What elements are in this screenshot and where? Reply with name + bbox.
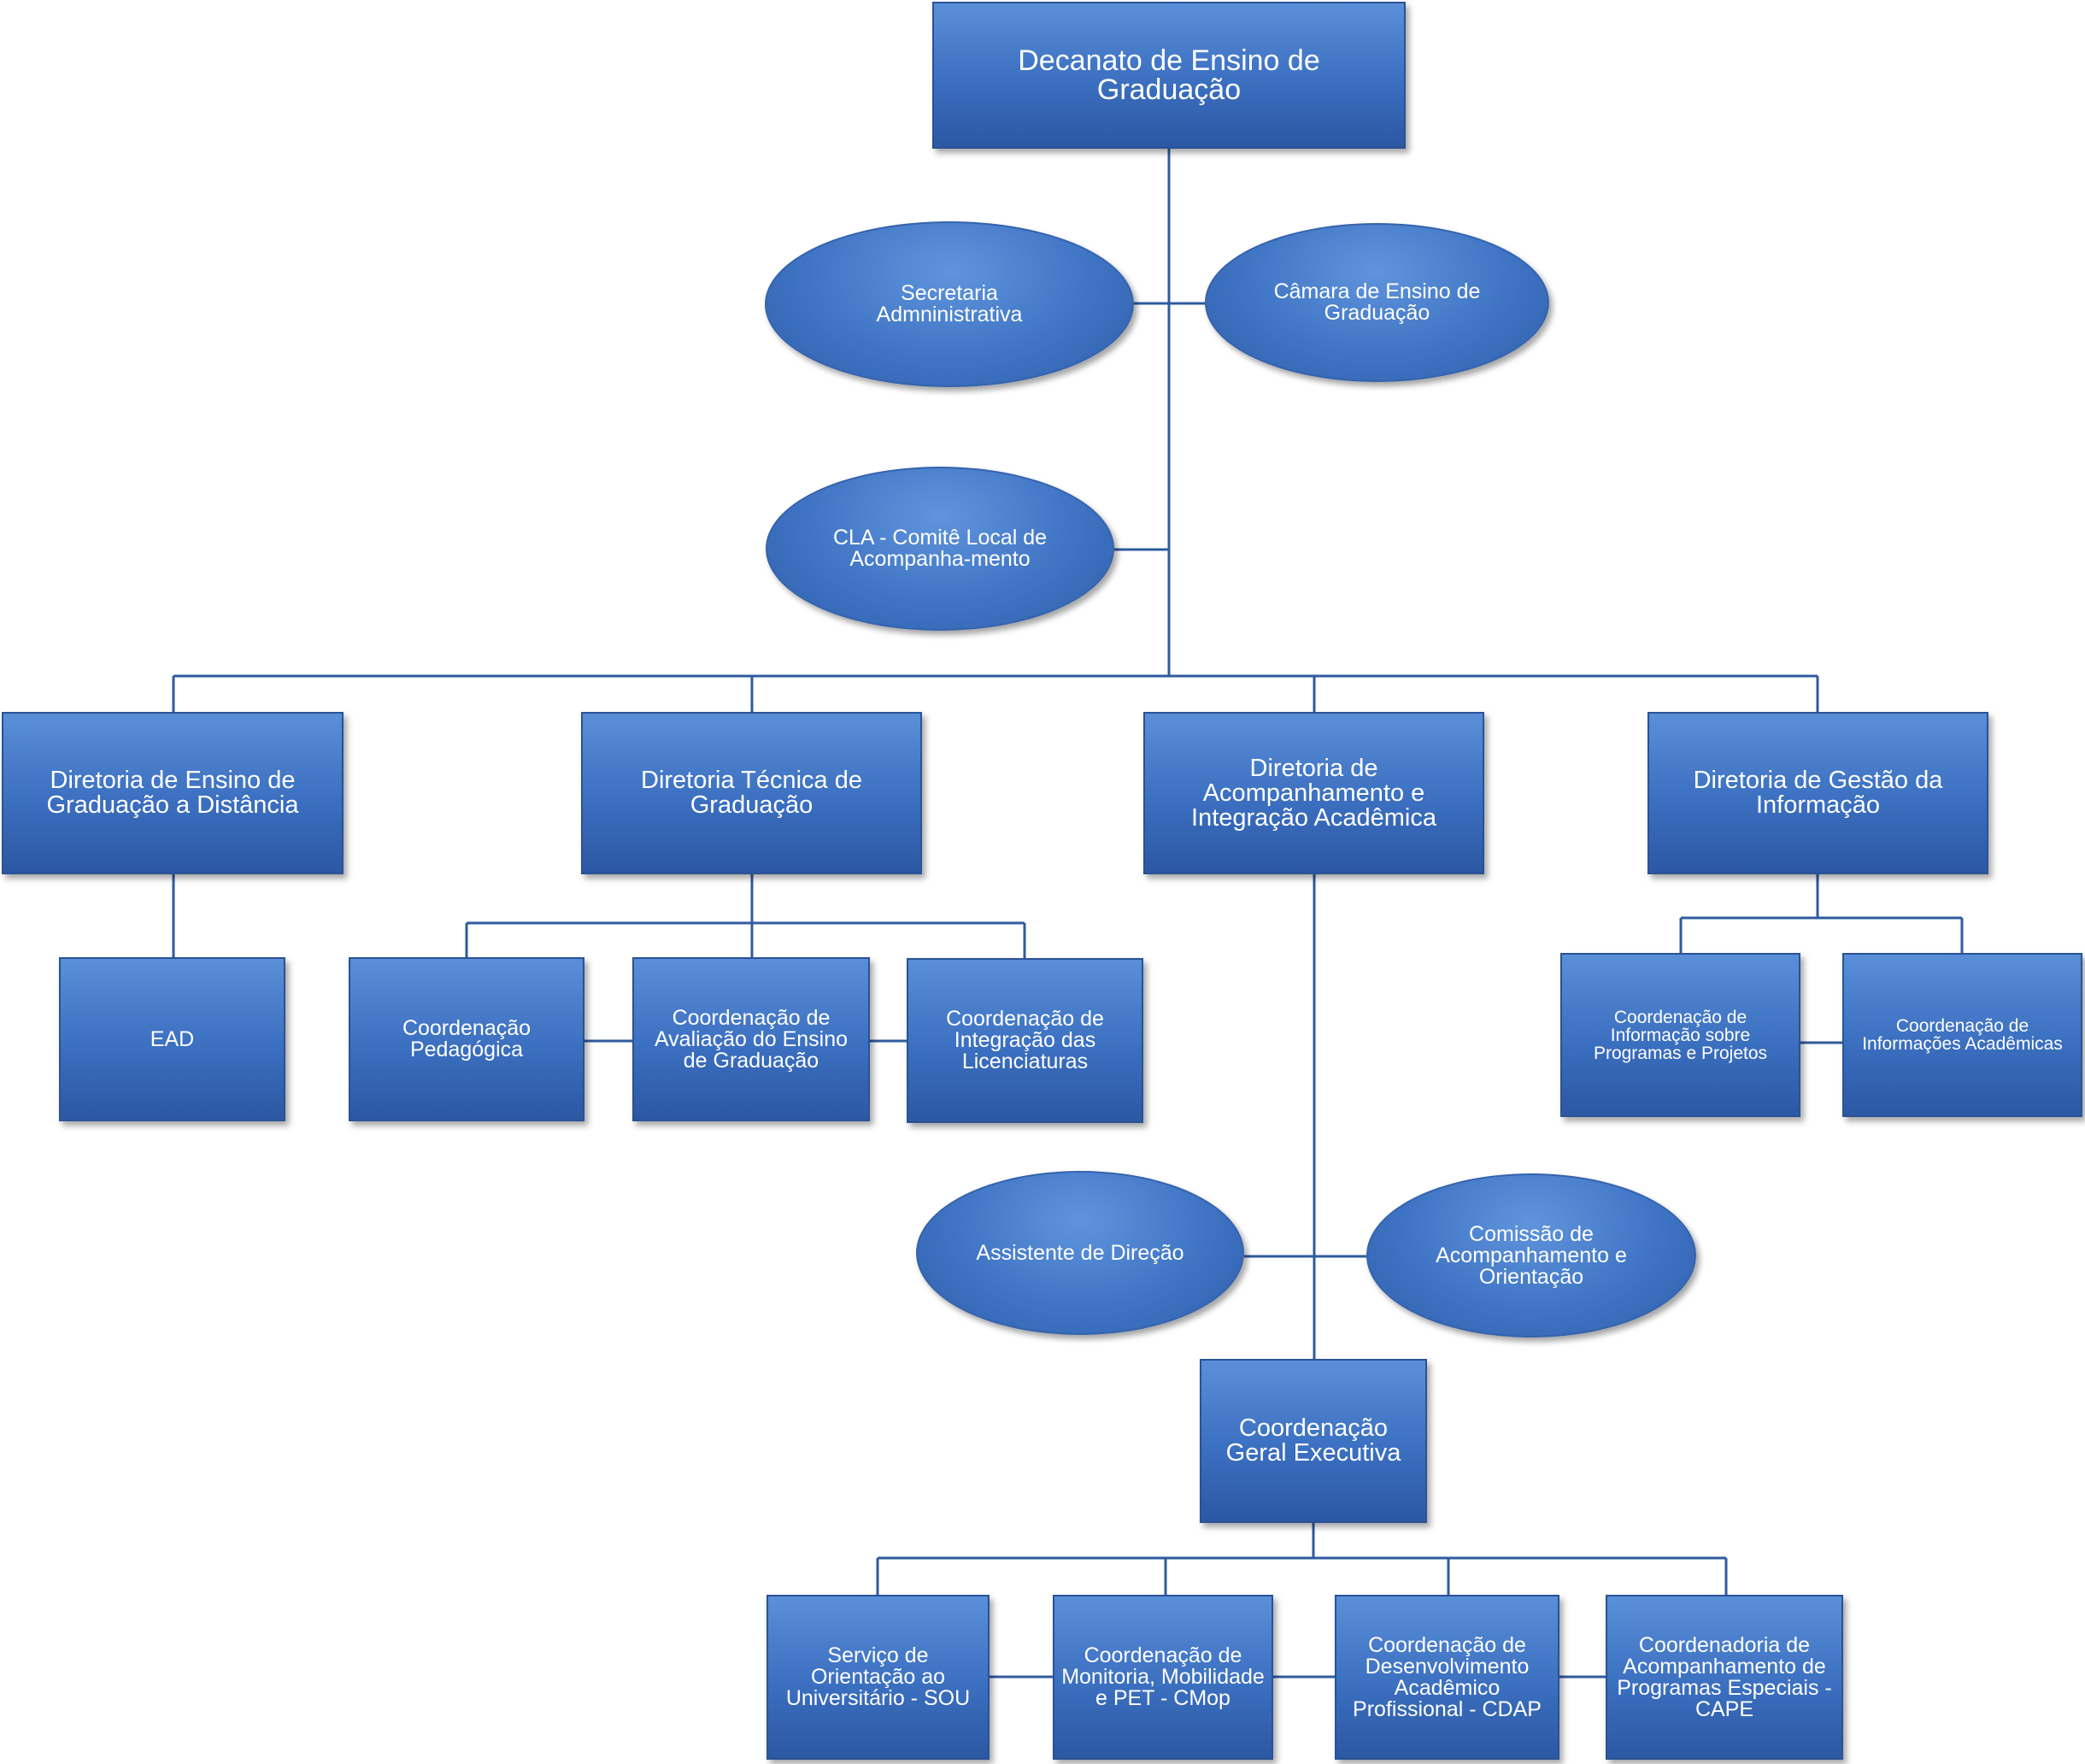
node-comissao-acompanhamento: Comissão de Acompanhamento e Orientação (1366, 1173, 1696, 1338)
node-cla-comite: CLA - Comitê Local de Acompanha-mento (766, 467, 1114, 631)
node-diretoria-informacao: Diretoria de Gestão da Informação (1647, 712, 1988, 874)
node-servico-orientacao-sou: Serviço de Orientação ao Universitário -… (766, 1595, 990, 1760)
node-coordenadoria-cape: Coordenadoria de Acompanhamento de Progr… (1606, 1595, 1843, 1760)
node-coordenacao-cmop: Coordenação de Monitoria, Mobilidade e P… (1053, 1595, 1273, 1760)
node-secretaria-administrativa: Secretaria Admninistrativa (765, 221, 1134, 387)
node-camara-ensino: Câmara de Ensino de Graduação (1205, 223, 1549, 382)
node-coordenacao-geral-executiva: Coordenação Geral Executiva (1200, 1359, 1427, 1523)
node-assistente-direcao: Assistente de Direção (916, 1171, 1244, 1335)
node-coordenacao-pedagogica: Coordenação Pedagógica (349, 957, 584, 1121)
node-coordenacao-avaliacao: Coordenação de Avaliação do Ensino de Gr… (632, 957, 870, 1121)
node-ead: EAD (59, 957, 285, 1121)
node-coordenacao-informacoes-academicas: Coordenação de Informações Acadêmicas (1842, 953, 2082, 1117)
node-diretoria-acompanhamento: Diretoria de Acompanhamento e Integração… (1143, 712, 1484, 874)
node-decanato: Decanato de Ensino de Graduação (932, 2, 1406, 149)
node-diretoria-tecnica: Diretoria Técnica de Graduação (581, 712, 922, 874)
node-coordenacao-licenciaturas: Coordenação de Integração das Licenciatu… (907, 958, 1143, 1123)
node-diretoria-distancia: Diretoria de Ensino de Graduação a Distâ… (2, 712, 344, 874)
node-coordenacao-informacao-programas: Coordenação de Informação sobre Programa… (1560, 953, 1800, 1117)
node-coordenacao-cdap: Coordenação de Desenvolvimento Acadêmico… (1335, 1595, 1559, 1760)
